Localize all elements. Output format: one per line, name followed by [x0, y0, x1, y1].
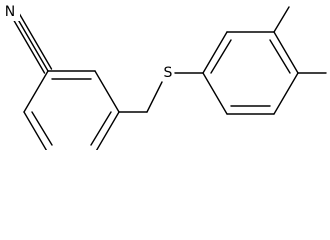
nitrogen-label-backdrop	[2, 3, 20, 21]
triple-bond-line-3	[11, 17, 46, 74]
methyl-bond-top	[273, 6, 290, 33]
ring-bond	[202, 31, 228, 74]
ring-bond	[202, 72, 228, 115]
ring-double-bond	[269, 39, 291, 74]
ring-double-bond	[210, 39, 232, 74]
triple-bond-line-2	[18, 13, 53, 70]
sulfur-atom-label: S	[164, 65, 173, 81]
ring-double-bond	[90, 111, 112, 146]
ring-bond	[94, 70, 120, 113]
triple-bond-line-1	[15, 15, 49, 72]
ring-double-bond	[31, 111, 53, 146]
ring-bond	[23, 111, 48, 150]
nitrogen-atom-label: N	[5, 4, 15, 20]
right-benzene-ring	[202, 31, 299, 115]
methyl-groups	[273, 6, 327, 74]
nitrile-group	[11, 13, 53, 74]
ring-bond	[23, 70, 49, 113]
left-benzene-ring	[23, 70, 120, 150]
methylene-linker	[118, 81, 163, 113]
ch2-to-sulfur-bond	[146, 81, 163, 113]
ring-bond	[95, 111, 120, 150]
ring-bond	[273, 31, 299, 74]
ring-bond	[273, 72, 299, 115]
structure-diagram: S N	[2, 3, 327, 150]
